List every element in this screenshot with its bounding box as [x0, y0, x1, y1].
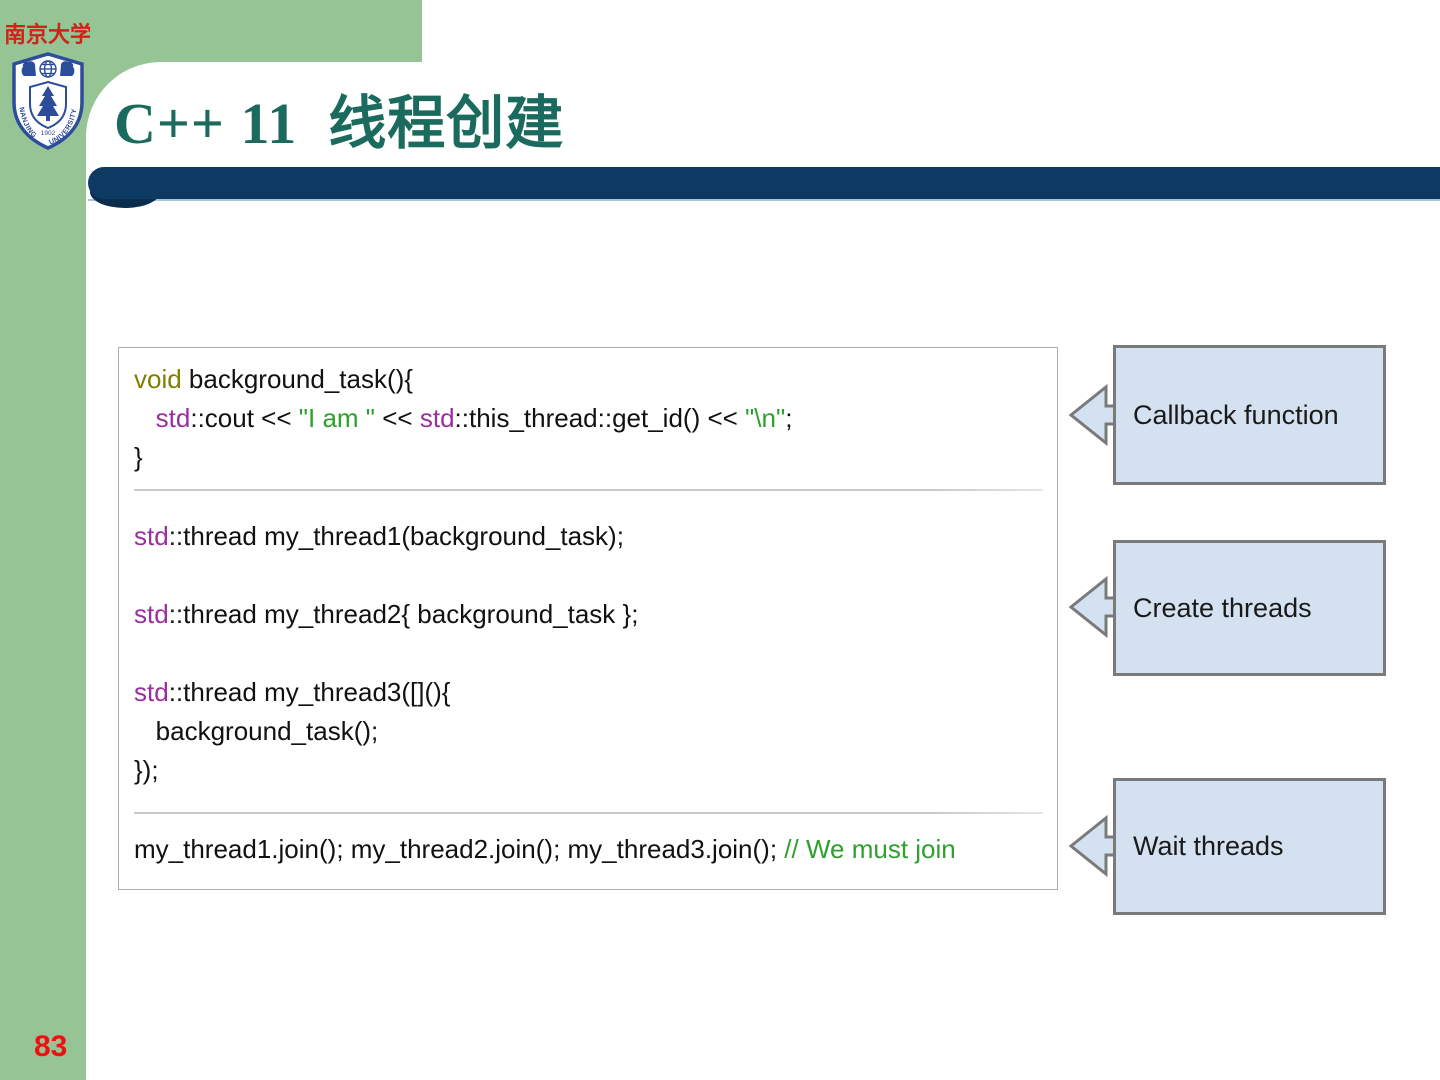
code-token: <<: [375, 403, 420, 433]
code-token: background_task(){: [181, 364, 413, 394]
code-token: std: [134, 677, 169, 707]
code-token: ::this_thread::get_id() <<: [454, 403, 746, 433]
code-section: my_thread1.join(); my_thread2.join(); my…: [134, 830, 1047, 869]
code-token: ::cout <<: [190, 403, 299, 433]
callout-label: Wait threads: [1133, 831, 1284, 861]
code-token: }: [134, 442, 143, 472]
code-token: std: [155, 403, 191, 433]
left-arrow-icon: [1069, 814, 1123, 878]
code-token: });: [134, 755, 159, 785]
code-section-divider: [134, 812, 1043, 814]
university-logo: 南京大学 1902 NANJING UNIVERSITY: [6, 22, 90, 150]
callout-label: Create threads: [1133, 592, 1312, 623]
callout-create-threads: Create threads: [1113, 540, 1386, 676]
code-line: std::thread my_thread3([](){: [134, 673, 1047, 712]
code-token: // We must join: [784, 834, 956, 864]
code-line: std::thread my_thread1(background_task);: [134, 517, 1047, 556]
title-bar-underline: [88, 199, 1440, 201]
code-token: [134, 403, 156, 433]
lion-left-icon: [21, 61, 36, 76]
left-arrow-icon: [1069, 575, 1123, 639]
page-title: C++ 11 线程创建: [114, 91, 565, 156]
code-line: [134, 634, 1047, 673]
code-token: background_task();: [134, 716, 379, 746]
code-token: "I am ": [298, 403, 376, 433]
page-number: 83: [34, 1030, 68, 1063]
code-token: std: [419, 403, 455, 433]
code-token: std: [134, 599, 169, 629]
code-token: my_thread1.join(); my_thread2.join(); my…: [134, 834, 785, 864]
title-bar: [88, 167, 1440, 199]
lion-right-icon: [60, 61, 75, 76]
callout-label: Callback function: [1133, 399, 1339, 430]
pine-tree-icon: [37, 86, 59, 121]
code-token: ;: [785, 403, 793, 433]
inner-shield-icon: [29, 80, 67, 130]
code-line: my_thread1.join(); my_thread2.join(); my…: [134, 830, 1047, 869]
code-section: std::thread my_thread1(background_task);…: [134, 517, 1047, 790]
left-arrow-icon: [1069, 383, 1123, 447]
globe-icon: [39, 60, 57, 78]
code-token: ::thread my_thread3([](){: [168, 677, 451, 707]
code-line: std::cout << "I am " << std::this_thread…: [134, 399, 1047, 438]
logo-shield: 1902 NANJING UNIVERSITY: [12, 52, 84, 150]
code-line: std::thread my_thread2{ background_task …: [134, 595, 1047, 634]
code-token: ::thread my_thread1(background_task);: [168, 521, 624, 551]
code-token: std: [134, 521, 169, 551]
code-token: void: [134, 364, 182, 394]
code-section: void background_task(){ std::cout << "I …: [134, 360, 1047, 477]
logo-chinese-name: 南京大学: [6, 22, 90, 47]
callout-wait-threads: Wait threads: [1113, 778, 1386, 915]
code-line: background_task();: [134, 712, 1047, 751]
code-line: }: [134, 438, 1047, 477]
code-line: });: [134, 751, 1047, 790]
callout-callback-function: Callback function: [1113, 345, 1386, 485]
code-token: "\n": [745, 403, 786, 433]
code-line: [134, 556, 1047, 595]
code-section-divider: [134, 489, 1043, 491]
logo-year: 1902: [41, 130, 56, 137]
code-line: void background_task(){: [134, 360, 1047, 399]
code-block: void background_task(){ std::cout << "I …: [118, 347, 1058, 890]
code-token: ::thread my_thread2{ background_task };: [168, 599, 639, 629]
